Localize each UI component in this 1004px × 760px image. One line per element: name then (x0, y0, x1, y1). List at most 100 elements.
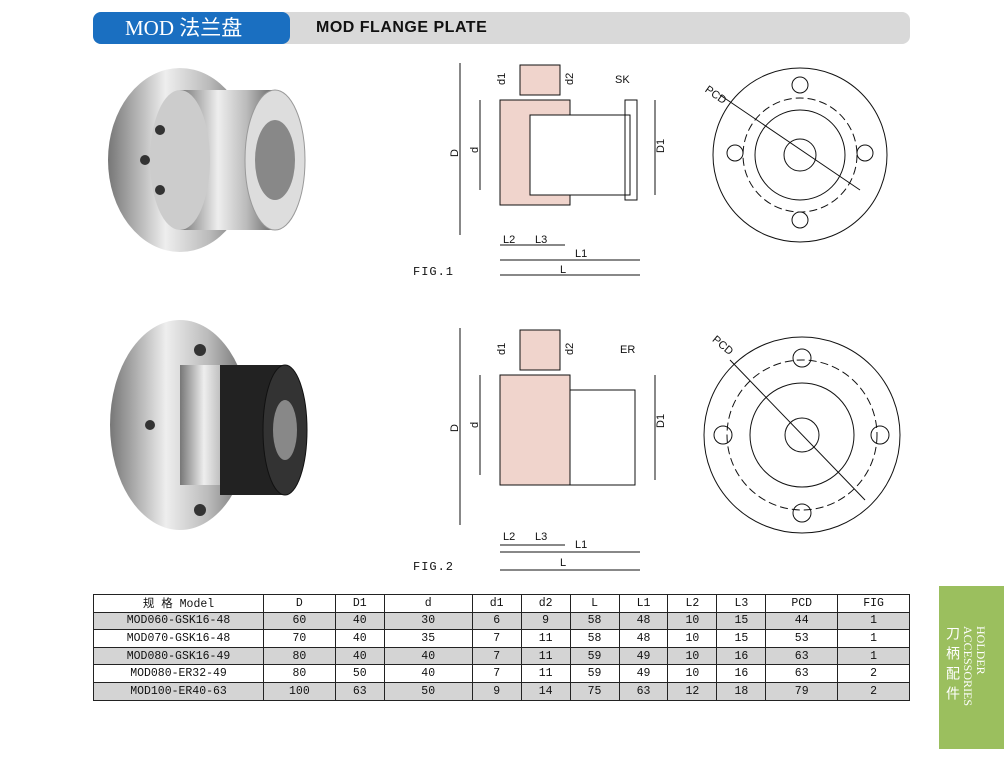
table-cell: 11 (520, 664, 571, 683)
table-cell: 63 (334, 681, 385, 701)
table-cell: 40 (334, 629, 385, 648)
table-cell: 9 (471, 681, 522, 701)
table-cell: 58 (569, 611, 620, 631)
table-cell: 1 (837, 611, 910, 631)
fig1-front-view: PCD (703, 67, 888, 243)
svg-text:ER: ER (620, 344, 635, 356)
col-header: L (569, 594, 620, 613)
svg-text:d2: d2 (564, 343, 576, 355)
table-cell: MOD080-ER32-49 (93, 664, 264, 683)
col-header: L1 (618, 594, 669, 613)
table-cell: 49 (618, 646, 669, 666)
svg-text:D1: D1 (655, 414, 667, 428)
table-cell: 35 (383, 629, 473, 648)
table-cell: 10 (667, 646, 718, 666)
col-header: L2 (667, 594, 718, 613)
table-cell: MOD070-GSK16-48 (93, 629, 264, 648)
table-cell: 63 (765, 646, 839, 666)
table-cell: 49 (618, 664, 669, 683)
table-cell: 2 (837, 681, 910, 701)
fig1-section-drawing: d1 d2 SK D d D1 L2 L3 L1 L (449, 63, 667, 276)
col-header: FIG (837, 594, 910, 613)
fig2-caption: FIG.2 (413, 560, 455, 574)
svg-text:D: D (449, 149, 461, 157)
table-cell: 40 (334, 646, 385, 666)
table-cell: 53 (765, 629, 839, 648)
table-cell: 60 (263, 611, 336, 631)
table-cell: 80 (263, 664, 336, 683)
svg-text:D1: D1 (655, 139, 667, 153)
table-cell: MOD060-GSK16-48 (93, 611, 264, 631)
col-header: d (383, 594, 473, 613)
table-cell: 11 (520, 646, 571, 666)
header-cn-title: MOD 法兰盘 (93, 12, 290, 44)
svg-text:d: d (469, 422, 481, 428)
table-cell: 63 (765, 664, 839, 683)
table-cell: 15 (716, 629, 767, 648)
side-tab-holder-accessories[interactable]: HOLDER ACCESSORIES 刀柄配件 (939, 586, 1004, 749)
table-cell: 58 (569, 629, 620, 648)
table-cell: 10 (667, 611, 718, 631)
table-cell: 79 (765, 681, 839, 701)
col-header: d1 (471, 594, 522, 613)
table-cell: 48 (618, 611, 669, 631)
svg-text:L: L (560, 557, 566, 569)
table-cell: 18 (716, 681, 767, 701)
product-photo-gsk (108, 68, 306, 252)
table-cell: 10 (667, 664, 718, 683)
table-cell: 44 (765, 611, 839, 631)
table-cell: 40 (334, 611, 385, 631)
fig2-front-view: PCD (703, 334, 901, 534)
table-cell: 100 (263, 681, 336, 701)
side-tab-en: HOLDER ACCESSORIES (961, 626, 988, 707)
svg-text:L3: L3 (535, 531, 547, 543)
svg-text:L2: L2 (503, 234, 515, 246)
table-cell: 9 (520, 611, 571, 631)
table-cell: 7 (471, 629, 522, 648)
col-header: D1 (334, 594, 385, 613)
table-cell: 63 (618, 681, 669, 701)
svg-text:d2: d2 (564, 73, 576, 85)
table-cell: 1 (837, 646, 910, 666)
table-cell: 7 (471, 646, 522, 666)
svg-text:d1: d1 (496, 73, 508, 85)
svg-text:d1: d1 (496, 343, 508, 355)
table-cell: 59 (569, 664, 620, 683)
table-cell: 10 (667, 629, 718, 648)
table-cell: 50 (383, 681, 473, 701)
table-cell: 48 (618, 629, 669, 648)
table-cell: 6 (471, 611, 522, 631)
table-cell: 7 (471, 664, 522, 683)
table-cell: 59 (569, 646, 620, 666)
table-cell: 16 (716, 646, 767, 666)
spec-table: 规 格 Model D D1 d d1 d2 L L1 L2 L3 PCD FI… (93, 594, 910, 701)
col-header: 规 格 Model (93, 594, 264, 613)
fig1-caption: FIG.1 (413, 265, 455, 279)
table-cell: 1 (837, 629, 910, 648)
table-cell: 2 (837, 664, 910, 683)
svg-text:D: D (449, 424, 461, 432)
table-cell: 80 (263, 646, 336, 666)
table-cell: 30 (383, 611, 473, 631)
table-cell: 50 (334, 664, 385, 683)
table-cell: 11 (520, 629, 571, 648)
table-cell: 14 (520, 681, 571, 701)
table-cell: MOD100-ER40-63 (93, 681, 264, 701)
fig2-section-drawing: d1 d2 ER D d D1 L2 L3 L1 L (449, 328, 667, 571)
col-header: d2 (520, 594, 571, 613)
col-header: PCD (765, 594, 839, 613)
table-cell: 12 (667, 681, 718, 701)
table-header-row: 规 格 Model D D1 d d1 d2 L L1 L2 L3 PCD FI… (93, 594, 910, 613)
side-tab-cn: 刀柄配件 (945, 626, 961, 706)
table-cell: 40 (383, 646, 473, 666)
svg-text:L2: L2 (503, 531, 515, 543)
svg-text:L1: L1 (575, 248, 587, 260)
svg-text:SK: SK (615, 74, 630, 86)
table-cell: 40 (383, 664, 473, 683)
svg-text:L3: L3 (535, 234, 547, 246)
